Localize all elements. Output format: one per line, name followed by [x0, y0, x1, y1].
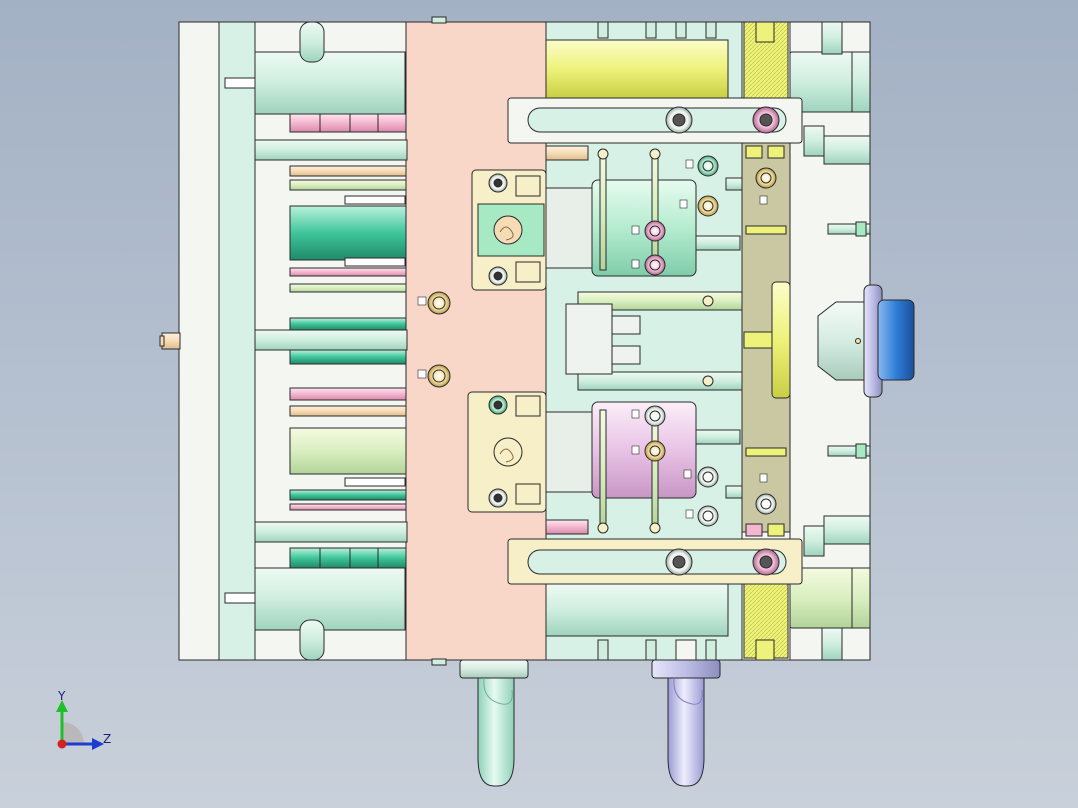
coordinate-triad: Y Z — [56, 689, 111, 750]
cooling-hose-mint[interactable] — [459, 659, 529, 787]
core-screws[interactable] — [631, 155, 777, 527]
bottom-clamp-bar[interactable] — [507, 538, 803, 585]
top-clamp-bar[interactable] — [507, 97, 803, 144]
cooling-hose-lavender[interactable] — [651, 639, 721, 787]
left-stud — [159, 332, 181, 350]
back-plate-parts[interactable] — [789, 21, 915, 661]
z-axis-label: Z — [103, 732, 111, 746]
slide-block-lower[interactable] — [467, 391, 547, 513]
top-clamp-plate — [178, 21, 220, 661]
guide-rods-left[interactable] — [254, 21, 408, 661]
ejector-retainer-plate — [218, 21, 256, 661]
y-axis-label: Y — [57, 689, 66, 703]
slide-block-upper[interactable] — [471, 169, 547, 291]
cavity-screws[interactable] — [417, 291, 451, 388]
core-components[interactable] — [545, 21, 743, 661]
